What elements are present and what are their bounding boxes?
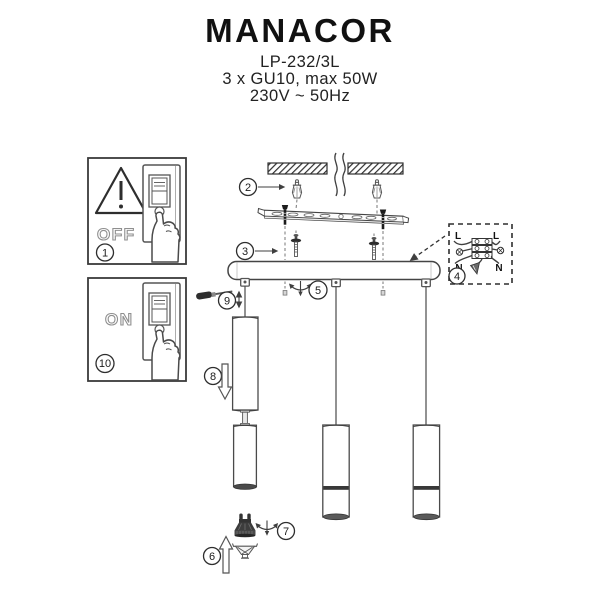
live-label-left: L — [455, 231, 461, 242]
pendant-2-band — [323, 486, 349, 490]
step-4-number: 4 — [454, 271, 460, 283]
power-off-instruction-box: OFF 1 — [87, 157, 187, 265]
pendant-1-body — [231, 316, 259, 411]
step-5-badge: 5 — [308, 280, 328, 300]
step-7-badge: 7 — [276, 521, 296, 541]
cord-grip-1 — [240, 277, 250, 287]
earth-wire-right — [491, 248, 498, 251]
neutral-wire-right — [490, 255, 500, 265]
pendant-2-body — [322, 424, 350, 518]
step-4-badge: 4 — [448, 267, 466, 285]
canopy-stud-right — [368, 236, 380, 260]
step-10-number: 10 — [99, 358, 111, 370]
pendant-2-opening — [322, 513, 350, 521]
nut-right — [380, 290, 386, 296]
step-8-slide-shade: 8 — [203, 363, 233, 401]
step-6-badge: 6 — [202, 546, 222, 566]
step-7-number: 7 — [283, 526, 289, 538]
live-wire-left — [453, 240, 473, 246]
pendant-3-band — [413, 486, 440, 490]
canopy-stud-left — [290, 233, 302, 257]
step-1-number: 1 — [102, 248, 108, 260]
canopy-bar — [227, 260, 441, 281]
step-9-number: 9 — [224, 296, 230, 308]
pendant-1-shade — [232, 424, 258, 488]
bulb-installation: 7 6 — [202, 513, 296, 574]
step-3-fixing-screws: 3 — [235, 226, 384, 261]
warning-triangle-icon — [94, 166, 148, 215]
cord-grip-2 — [331, 278, 341, 288]
step-10-badge: 10 — [95, 353, 115, 374]
step-8-badge: 8 — [203, 366, 223, 386]
step-2-wall-plugs: 2 — [238, 177, 383, 214]
pendant-1-connector — [240, 409, 250, 426]
live-label-right: L — [493, 231, 499, 242]
wall-plug-right-icon — [371, 179, 383, 199]
neutral-wire-left — [454, 254, 473, 265]
step-3-badge: 3 — [235, 241, 255, 261]
socket-icon — [231, 543, 259, 559]
on-label: ON — [105, 310, 134, 329]
nut-left — [282, 290, 288, 296]
pendant-1 — [231, 286, 259, 490]
step-8-number: 8 — [210, 371, 216, 383]
step-5-canopy-nuts: 5 — [282, 280, 386, 300]
gu10-bulb-icon — [234, 513, 256, 538]
earth-wire-left — [462, 248, 473, 252]
pendant-3-opening — [413, 513, 440, 521]
down-arrow-icon — [217, 363, 233, 401]
up-arrow-icon — [218, 535, 234, 574]
step-1-badge: 1 — [95, 243, 115, 262]
break-line-left — [334, 152, 338, 197]
step-3-number: 3 — [242, 246, 248, 258]
pendant-1-opening — [233, 483, 257, 490]
step-9-cord-adjust: 9 — [196, 290, 243, 310]
break-line-right — [342, 152, 346, 197]
power-on-instruction-box: ON 10 — [87, 277, 187, 382]
neutral-label-right: N — [495, 263, 502, 274]
pendant-2 — [322, 286, 350, 521]
wall-plug-left-icon — [291, 179, 303, 199]
guide-dash-left — [295, 199, 298, 210]
step-9-badge: 9 — [217, 291, 237, 310]
step-5-rotate-icon — [288, 280, 313, 297]
ceiling-right-section — [347, 162, 404, 175]
callout-arrow — [409, 235, 446, 261]
mounting-bracket — [257, 204, 410, 230]
pendant-3 — [412, 286, 441, 521]
live-wire-right — [491, 240, 501, 246]
step-7-rotate-icon — [254, 519, 279, 537]
pendant-3-body — [412, 424, 441, 518]
ceiling — [267, 152, 404, 197]
step-2-number: 2 — [245, 182, 251, 194]
off-label: OFF — [97, 225, 136, 244]
step-5-number: 5 — [315, 285, 321, 297]
ground-symbol-icon — [469, 261, 481, 275]
terminal-block — [471, 238, 493, 259]
wiring-diagram-box: L L N N — [409, 223, 513, 285]
step-2-badge: 2 — [238, 177, 258, 197]
ceiling-left-section — [267, 162, 328, 175]
cord-grip-3 — [421, 278, 431, 288]
step-6-number: 6 — [209, 551, 215, 563]
